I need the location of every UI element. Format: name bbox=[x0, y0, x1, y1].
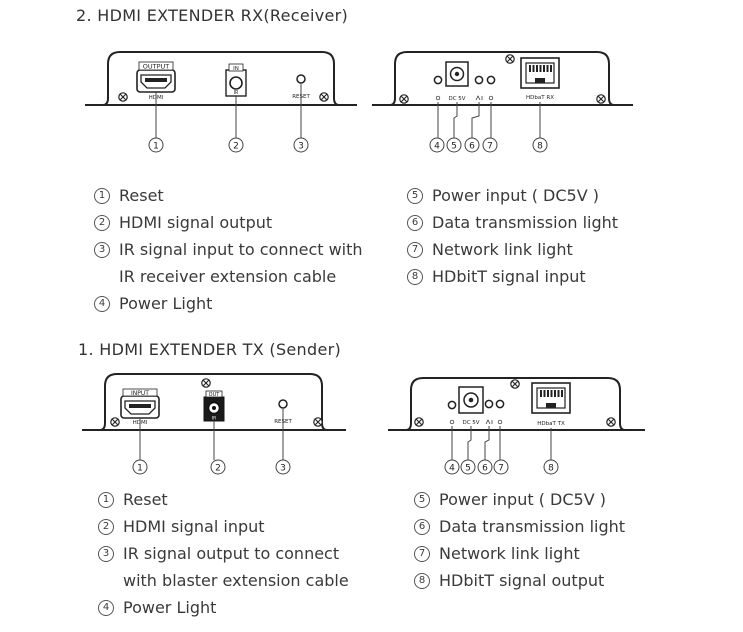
legend-item-continuation: with blaster extension cable bbox=[123, 571, 349, 590]
rx-rj45-label: HDbaT RX bbox=[526, 95, 554, 101]
rx-port2-sub: IR bbox=[234, 90, 239, 96]
rx-port1-label: OUTPUT bbox=[143, 63, 170, 71]
tx-back-panel: DC 5V HDbaT TX bbox=[388, 377, 645, 431]
tx-hdmi-port-icon bbox=[120, 395, 160, 419]
tx-port1-label: INPUT bbox=[131, 390, 149, 397]
tx-port2-sub: IR bbox=[212, 416, 216, 422]
rx-callout-8: 8 bbox=[537, 142, 543, 152]
rx-back-panel: DC 5V HDbaT RX bbox=[372, 51, 633, 106]
rx-power-label: DC 5V bbox=[448, 96, 465, 102]
rx-rj45-port-icon bbox=[520, 57, 560, 89]
rx-callout-3: 3 bbox=[298, 142, 304, 152]
tx-callout-5: 5 bbox=[465, 464, 471, 474]
tx-heading: 1. HDMI EXTENDER TX (Sender) bbox=[78, 340, 342, 359]
tx-callout-2: 2 bbox=[215, 464, 221, 474]
tx-callout-7: 7 bbox=[498, 464, 504, 474]
tx-callout-1: 1 bbox=[137, 464, 143, 474]
tx-callout-4: 4 bbox=[449, 464, 455, 474]
tx-port2-label: OUT bbox=[209, 392, 221, 398]
tx-rj45-label: HDbaT TX bbox=[537, 421, 565, 427]
rx-heading: 2. HDMI EXTENDER RX(Receiver) bbox=[76, 6, 349, 25]
tx-power-label: DC 5V bbox=[462, 420, 479, 426]
rx-callout-7: 7 bbox=[487, 142, 493, 152]
rx-reset-button-icon bbox=[296, 74, 306, 84]
rx-callout-1: 1 bbox=[153, 142, 159, 152]
legend-item-continuation: IR receiver extension cable bbox=[119, 267, 337, 286]
rx-hdmi-port-icon bbox=[136, 69, 176, 93]
tx-callout-8: 8 bbox=[548, 464, 554, 474]
tx-callout-6: 6 bbox=[482, 464, 488, 474]
rx-callout-4: 4 bbox=[434, 142, 440, 152]
tx-reset-button-icon bbox=[278, 399, 288, 409]
tx-rj45-port-icon bbox=[531, 382, 571, 414]
tx-callout-3: 3 bbox=[280, 464, 286, 474]
rx-callout-5: 5 bbox=[451, 142, 457, 152]
rx-callout-6: 6 bbox=[469, 142, 475, 152]
rx-port2-label: IN bbox=[233, 66, 239, 72]
rx-front-panel: OUTPUT HDMI IN IR RESET bbox=[85, 51, 357, 106]
rx-callout-2: 2 bbox=[233, 142, 239, 152]
